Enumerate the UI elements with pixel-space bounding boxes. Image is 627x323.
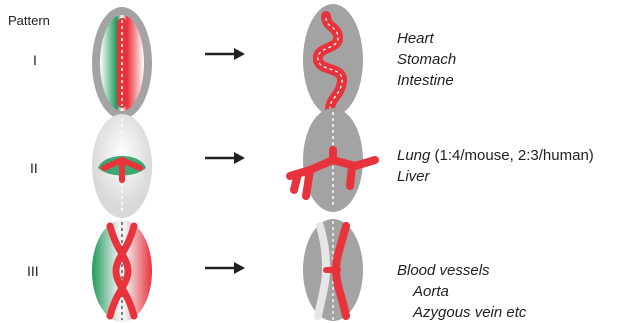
row-3-final-embryo	[303, 219, 363, 321]
row-3-initial-embryo	[92, 220, 152, 322]
row-2-initial-embryo	[92, 114, 152, 218]
row-2-final-embryo	[290, 108, 375, 212]
row-2-arrow	[205, 152, 245, 164]
pattern-roman-2: II	[30, 160, 38, 176]
organ-aorta: Aorta	[397, 281, 526, 302]
organ-liver: Liver	[397, 166, 594, 187]
organ-stomach: Stomach	[397, 49, 456, 70]
organ-blood-vessels: Blood vessels	[397, 260, 526, 281]
organ-lung-ratio-note: (1:4/mouse, 2:3/human)	[430, 147, 593, 164]
organ-azygous-vein: Azygous vein etc	[397, 302, 526, 323]
pattern-roman-3: III	[27, 263, 39, 279]
row-1-initial-embryo	[92, 7, 152, 119]
pattern-header: Pattern	[8, 13, 50, 28]
organ-heart: Heart	[397, 28, 456, 49]
organ-intestine: Intestine	[397, 70, 456, 91]
row-3-arrow	[205, 262, 245, 274]
organs-list-pattern-3: Blood vessels Aorta Azygous vein etc	[397, 260, 526, 323]
organ-lung-row: Lung (1:4/mouse, 2:3/human)	[397, 145, 594, 166]
row-1-arrow	[205, 48, 245, 60]
organ-lung: Lung	[397, 147, 430, 164]
pattern-roman-1: I	[33, 52, 37, 68]
row-1-final-embryo	[303, 4, 363, 116]
organs-list-pattern-1: Heart Stomach Intestine	[397, 28, 456, 91]
organs-list-pattern-2: Lung (1:4/mouse, 2:3/human) Liver	[397, 145, 594, 187]
